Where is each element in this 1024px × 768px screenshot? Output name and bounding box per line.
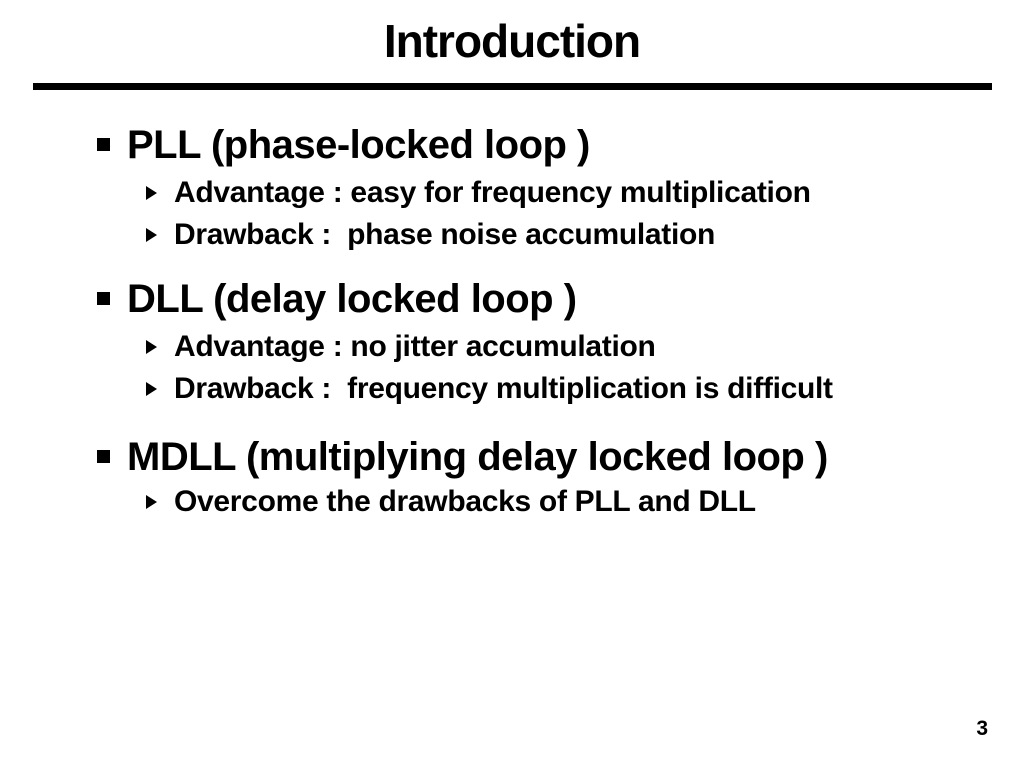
list-item-mdll-overcome: Overcome the drawbacks of PLL and DLL — [146, 485, 756, 519]
list-item-dll-advantage: Advantage : no jitter accumulation — [146, 330, 656, 364]
list-item-text: Drawback : frequency multiplication is d… — [174, 372, 833, 405]
list-item-text: Drawback : phase noise accumulation — [174, 218, 716, 251]
triangle-bullet-icon — [146, 382, 157, 396]
triangle-bullet-icon — [146, 340, 157, 354]
list-item-pll-advantage: Advantage : easy for frequency multiplic… — [146, 176, 811, 210]
triangle-bullet-icon — [146, 186, 157, 200]
section-heading-text: PLL (phase-locked loop ) — [127, 123, 590, 167]
list-item-text: Advantage : easy for frequency multiplic… — [174, 176, 811, 209]
section-heading-mdll: MDLL (multiplying delay locked loop ) — [97, 435, 828, 480]
triangle-bullet-icon — [146, 228, 157, 242]
list-item-text: Overcome the drawbacks of PLL and DLL — [174, 485, 756, 518]
section-heading-dll: DLL (delay locked loop ) — [97, 277, 577, 322]
list-item-pll-drawback: Drawback : phase noise accumulation — [146, 218, 715, 252]
square-bullet-icon — [97, 292, 110, 305]
square-bullet-icon — [97, 138, 110, 151]
section-heading-text: DLL (delay locked loop ) — [127, 277, 577, 321]
slide-title: Introduction — [383, 15, 641, 67]
list-item-dll-drawback: Drawback : frequency multiplication is d… — [146, 372, 833, 406]
square-bullet-icon — [97, 450, 110, 463]
list-item-text: Advantage : no jitter accumulation — [174, 330, 656, 363]
page-number: 3 — [976, 717, 988, 740]
section-heading-pll: PLL (phase-locked loop ) — [97, 123, 590, 168]
triangle-bullet-icon — [146, 495, 157, 509]
section-heading-text: MDLL (multiplying delay locked loop ) — [127, 435, 828, 479]
title-divider-rule — [33, 83, 992, 90]
